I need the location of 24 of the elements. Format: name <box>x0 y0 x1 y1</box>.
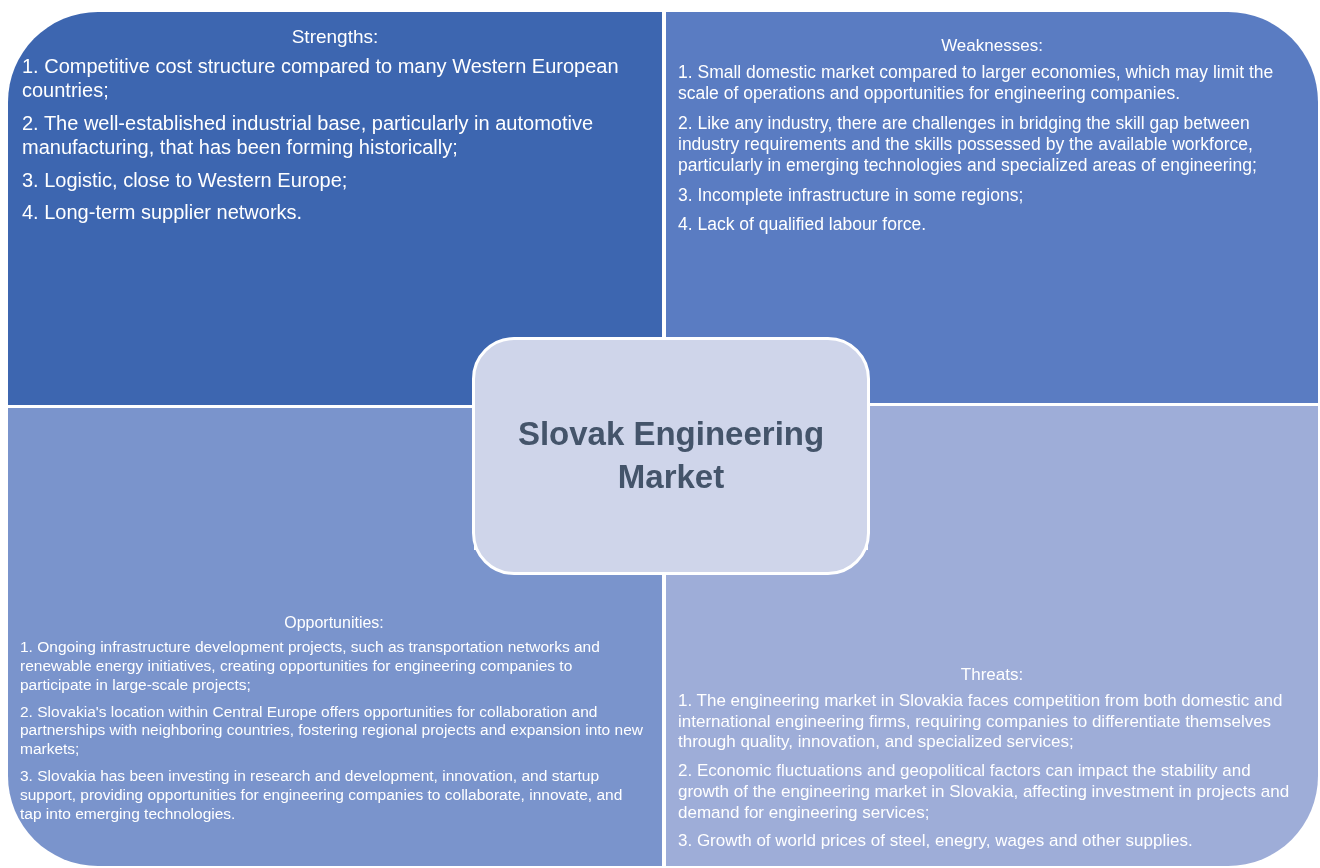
list-item: 2. The well-established industrial base, particularly in automotive manufacturing, that has been forming historically; <box>22 110 595 160</box>
list-item: 2. Economic fluctuations and geopolitical factors can impact the stability and growth of the engineering market in Slovakia, affecting investment in projects and demand for engineering services; <box>678 761 1291 824</box>
list-item: 1. Small domestic market compared to larger economies, which may limit the scale of operations and opportunities for engineering companies. <box>678 62 1275 105</box>
quadrant-panel <box>666 550 1318 866</box>
list-item: 1. Ongoing infrastructure development projects, such as transportation networks and renewable energy initiatives, creating opportunities for engineering companies to participate in large-scale projects; <box>20 637 601 695</box>
list-item: 1. Competitive cost structure compared to many Western European countries; <box>22 54 620 103</box>
list-item: 4. Lack of qualified labour force. <box>678 214 928 236</box>
list-item: 4. Long-term supplier networks. <box>22 199 304 225</box>
center-box <box>472 337 870 575</box>
center-title: Slovak Engineering Market <box>516 414 826 497</box>
list-item: 3. Slovakia has been investing in research and development, innovation, and startup support, providing opportunities for engineering companies to collaborate, innovate, and tap into emerging technologies. <box>20 767 624 824</box>
quadrant-panel <box>8 12 662 405</box>
list-item: 3. Incomplete infrastructure in some regions; <box>678 184 1025 207</box>
quadrant-heading: Opportunities: <box>283 613 385 632</box>
quadrant-panel <box>8 550 662 866</box>
quadrant-heading: Weaknesses: <box>940 36 1044 56</box>
list-item: 2. Slovakia's location within Central Europe offers opportunities for collaboration and partnerships with neighboring countries, fostering regional projects and expansion into new markets; <box>20 702 644 760</box>
quadrant-heading: Strengths: <box>290 26 380 48</box>
list-item: 3. Growth of world prices of steel, enegry, wages and other supplies. <box>678 831 1194 852</box>
quadrant-heading: Threats: <box>959 664 1025 685</box>
list-item: 1. The engineering market in Slovakia faces competition from both domestic and international engineering firms, requiring companies to differentiate themselves through quality, innovation, and specialized services; <box>678 690 1284 754</box>
quadrant-panel <box>666 12 1318 403</box>
list-item: 3. Logistic, close to Western Europe; <box>22 167 349 192</box>
list-item: 2. Like any industry, there are challenges in bridging the skill gap between industry requirements and the skills possessed by the available workforce, particularly in emerging technologies and specialized areas of engineering; <box>678 112 1258 177</box>
